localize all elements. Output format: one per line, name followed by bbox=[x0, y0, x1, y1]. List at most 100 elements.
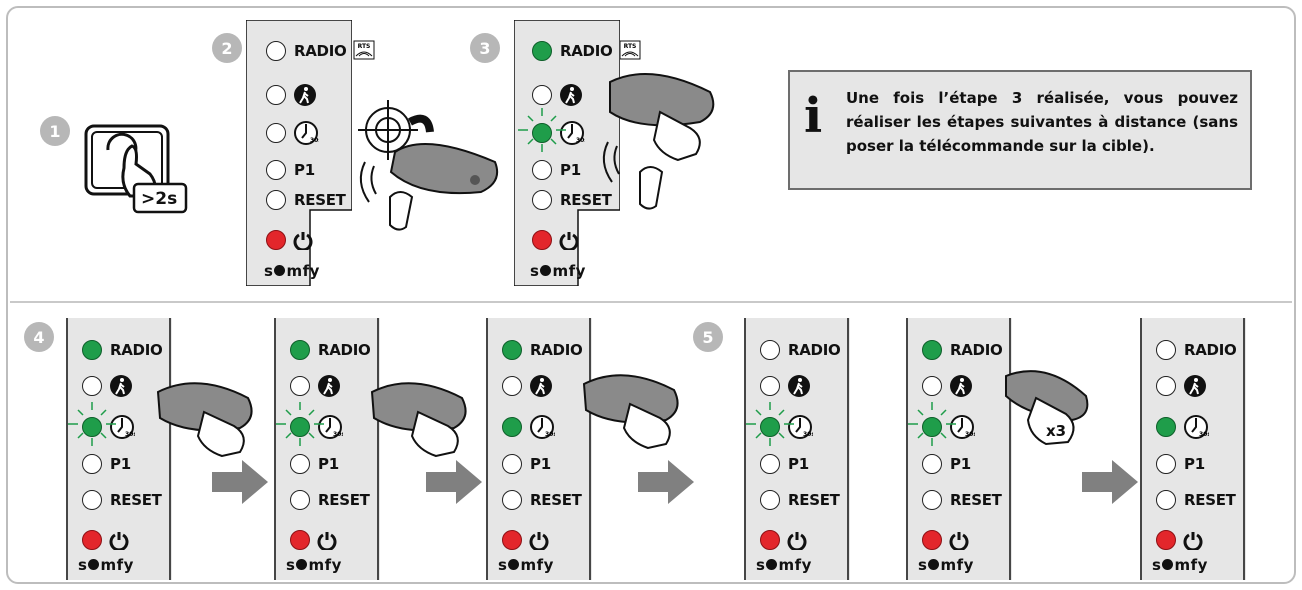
led-reset bbox=[290, 490, 310, 510]
timer-30s-icon: 30s bbox=[787, 414, 813, 440]
led-pedestrian bbox=[1156, 376, 1176, 396]
label-radio: RADIO bbox=[1184, 341, 1237, 359]
step-1-badge: 1 bbox=[40, 116, 70, 146]
label-p1: P1 bbox=[1184, 455, 1205, 473]
remote-press-illustration bbox=[152, 378, 272, 463]
pedestrian-icon bbox=[293, 83, 317, 107]
somfy-logo-suffix: mfy bbox=[286, 262, 320, 280]
led-timer-blinking bbox=[922, 417, 942, 437]
somfy-logo-prefix: s bbox=[286, 556, 296, 574]
svg-text:30s: 30s bbox=[803, 431, 813, 438]
press-duration-label: >2s bbox=[141, 189, 178, 209]
svg-text:30s: 30s bbox=[1199, 431, 1209, 438]
svg-text:30s: 30s bbox=[576, 137, 585, 144]
rts-logo-icon: RTS bbox=[619, 40, 641, 62]
power-icon bbox=[787, 530, 807, 550]
label-reset: RESET bbox=[318, 491, 370, 509]
step-5-badge: 5 bbox=[693, 322, 723, 352]
svg-text:30s: 30s bbox=[965, 431, 975, 438]
led-power bbox=[922, 530, 942, 550]
led-pedestrian bbox=[502, 376, 522, 396]
led-timer-blinking bbox=[82, 417, 102, 437]
led-power bbox=[82, 530, 102, 550]
somfy-logo-suffix: mfy bbox=[100, 556, 134, 574]
led-timer bbox=[266, 123, 286, 143]
timer-30s-icon: 30s bbox=[559, 120, 585, 146]
led-p1 bbox=[266, 160, 286, 180]
blink-rays-icon bbox=[744, 402, 796, 451]
blink-rays-icon bbox=[66, 402, 118, 451]
led-p1 bbox=[502, 454, 522, 474]
svg-text:RTS: RTS bbox=[358, 43, 371, 50]
label-radio: RADIO bbox=[318, 341, 371, 359]
pedestrian-icon bbox=[529, 374, 553, 398]
somfy-logo-prefix: s bbox=[918, 556, 928, 574]
arrow-next-4 bbox=[1082, 460, 1140, 509]
label-reset: RESET bbox=[560, 191, 612, 209]
led-pedestrian bbox=[760, 376, 780, 396]
led-pedestrian bbox=[266, 85, 286, 105]
pedestrian-icon bbox=[559, 83, 583, 107]
remote-press-illustration bbox=[578, 370, 698, 455]
led-timer bbox=[1156, 417, 1176, 437]
power-icon bbox=[529, 530, 549, 550]
remote-press-x3-illustration: x3 bbox=[996, 366, 1096, 461]
led-power bbox=[532, 230, 552, 250]
timer-30s-icon: 30s bbox=[949, 414, 975, 440]
somfy-logo-suffix: mfy bbox=[520, 556, 554, 574]
led-power bbox=[290, 530, 310, 550]
led-pedestrian bbox=[532, 85, 552, 105]
label-reset: RESET bbox=[294, 191, 346, 209]
step-3-badge: 3 bbox=[470, 33, 500, 63]
power-icon bbox=[317, 530, 337, 550]
somfy-logo-prefix: s bbox=[498, 556, 508, 574]
info-note-box: i Une fois l’étape 3 réalisée, vous pouv… bbox=[788, 70, 1252, 190]
power-icon bbox=[293, 230, 313, 250]
led-pedestrian bbox=[290, 376, 310, 396]
led-reset bbox=[760, 490, 780, 510]
led-power bbox=[760, 530, 780, 550]
arrow-next-3 bbox=[638, 460, 696, 509]
led-reset bbox=[502, 490, 522, 510]
label-radio: RADIO bbox=[560, 42, 613, 60]
led-p1 bbox=[1156, 454, 1176, 474]
press-count-label: x3 bbox=[1046, 422, 1067, 440]
label-radio: RADIO bbox=[950, 341, 1003, 359]
led-pedestrian bbox=[82, 376, 102, 396]
label-reset: RESET bbox=[1184, 491, 1236, 509]
label-radio: RADIO bbox=[294, 42, 347, 60]
led-radio bbox=[922, 340, 942, 360]
svg-text:30s: 30s bbox=[545, 431, 555, 438]
led-reset bbox=[82, 490, 102, 510]
timer-30s-icon: 30s bbox=[293, 120, 319, 146]
pedestrian-icon bbox=[1183, 374, 1207, 398]
led-p1 bbox=[760, 454, 780, 474]
step-2-badge: 2 bbox=[212, 33, 242, 63]
led-power bbox=[1156, 530, 1176, 550]
power-icon bbox=[949, 530, 969, 550]
led-p1 bbox=[532, 160, 552, 180]
power-icon bbox=[109, 530, 129, 550]
label-reset: RESET bbox=[530, 491, 582, 509]
somfy-logo-prefix: s bbox=[78, 556, 88, 574]
blink-rays-icon bbox=[516, 108, 568, 157]
timer-30s-icon: 30s bbox=[317, 414, 343, 440]
row-divider bbox=[10, 301, 1292, 303]
pedestrian-icon bbox=[949, 374, 973, 398]
somfy-logo-suffix: mfy bbox=[552, 262, 586, 280]
remote-on-target-illustration bbox=[350, 92, 500, 247]
somfy-logo-suffix: mfy bbox=[1174, 556, 1208, 574]
label-p1: P1 bbox=[560, 161, 581, 179]
label-p1: P1 bbox=[110, 455, 131, 473]
label-p1: P1 bbox=[530, 455, 551, 473]
svg-text:30s: 30s bbox=[125, 431, 135, 438]
